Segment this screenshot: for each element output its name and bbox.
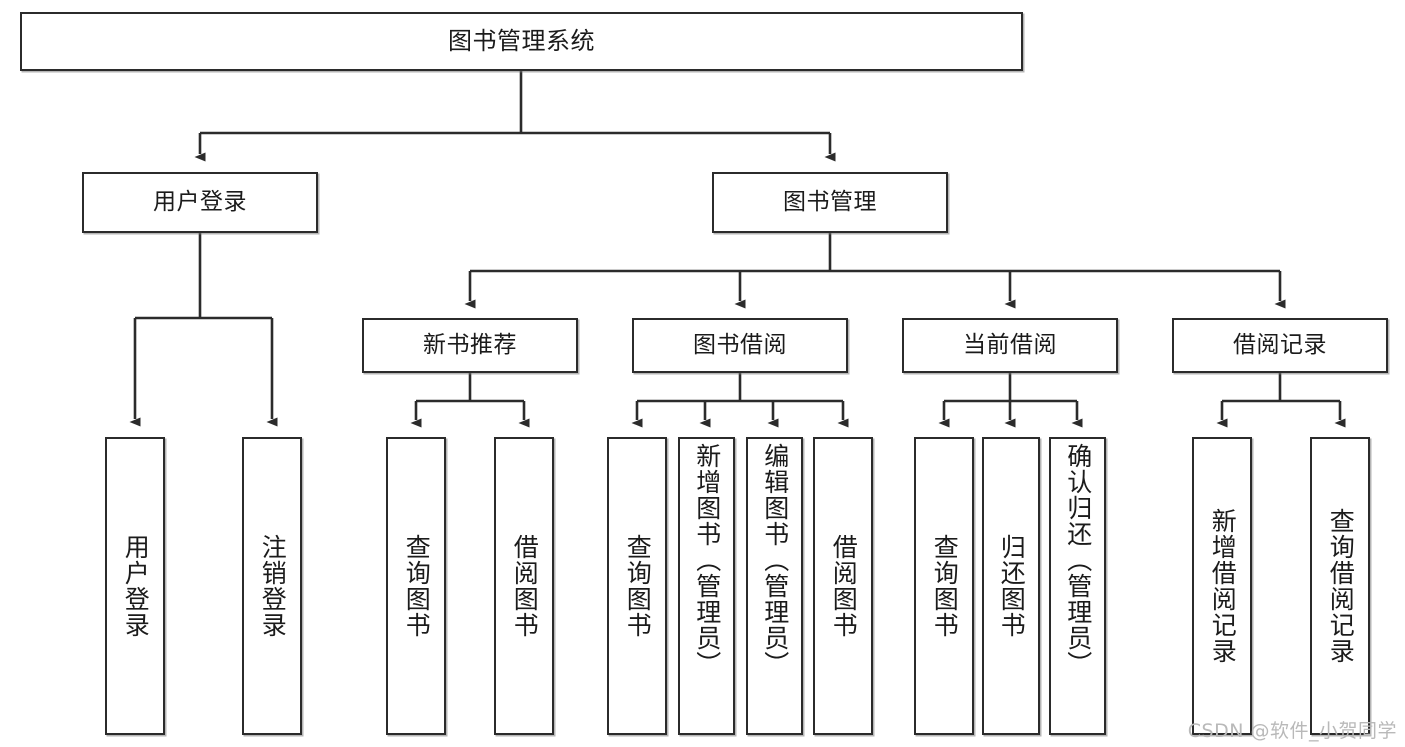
leaf-edit-book-label: 编辑图书（管理员）: [760, 443, 790, 677]
leaf-add-borrow-record-label: 新增借阅记录: [1208, 508, 1238, 664]
csdn-watermark: CSDN @软件_小贺同学: [1187, 720, 1397, 742]
leaf-borrow-book-borrow-label: 借阅图书: [829, 534, 859, 638]
node-new-book-recommend[interactable]: 新书推荐: [362, 318, 578, 373]
leaf-logout[interactable]: 注销登录: [242, 437, 302, 735]
node-book-borrow-label: 图书借阅: [693, 332, 787, 359]
leaf-query-book-recommend-label: 查询图书: [402, 534, 432, 638]
leaf-borrow-book-borrow[interactable]: 借阅图书: [813, 437, 873, 735]
node-new-book-recommend-label: 新书推荐: [423, 332, 517, 359]
leaf-query-borrow-record[interactable]: 查询借阅记录: [1310, 437, 1370, 735]
leaf-borrow-book-recommend-label: 借阅图书: [510, 534, 540, 638]
leaf-query-book-current-label: 查询图书: [930, 534, 960, 638]
node-user-login-label: 用户登录: [153, 189, 247, 216]
leaf-confirm-return[interactable]: 确认归还（管理员）: [1049, 437, 1106, 735]
leaf-confirm-return-label: 确认归还（管理员）: [1063, 443, 1093, 677]
leaf-return-book-label: 归还图书: [997, 534, 1027, 638]
leaf-query-book-recommend[interactable]: 查询图书: [386, 437, 446, 735]
leaf-user-login[interactable]: 用户登录: [105, 437, 165, 735]
leaf-query-borrow-record-label: 查询借阅记录: [1326, 508, 1356, 664]
leaf-query-book-borrow[interactable]: 查询图书: [607, 437, 667, 735]
leaf-add-book[interactable]: 新增图书（管理员）: [678, 437, 735, 735]
node-book-management[interactable]: 图书管理: [712, 172, 948, 233]
node-book-borrow[interactable]: 图书借阅: [632, 318, 848, 373]
node-root-label: 图书管理系统: [448, 26, 595, 55]
node-current-borrow[interactable]: 当前借阅: [902, 318, 1118, 373]
node-borrow-record-label: 借阅记录: [1233, 332, 1327, 359]
leaf-query-book-borrow-label: 查询图书: [623, 534, 653, 638]
leaf-add-borrow-record[interactable]: 新增借阅记录: [1192, 437, 1252, 735]
node-root[interactable]: 图书管理系统: [20, 12, 1023, 71]
node-borrow-record[interactable]: 借阅记录: [1172, 318, 1388, 373]
leaf-borrow-book-recommend[interactable]: 借阅图书: [494, 437, 554, 735]
leaf-logout-label: 注销登录: [258, 534, 288, 638]
leaf-edit-book[interactable]: 编辑图书（管理员）: [746, 437, 803, 735]
node-user-login[interactable]: 用户登录: [82, 172, 318, 233]
node-book-management-label: 图书管理: [783, 189, 877, 216]
leaf-add-book-label: 新增图书（管理员）: [692, 443, 722, 677]
leaf-return-book[interactable]: 归还图书: [982, 437, 1040, 735]
leaf-user-login-label: 用户登录: [121, 534, 151, 638]
node-current-borrow-label: 当前借阅: [963, 332, 1057, 359]
leaf-query-book-current[interactable]: 查询图书: [914, 437, 974, 735]
